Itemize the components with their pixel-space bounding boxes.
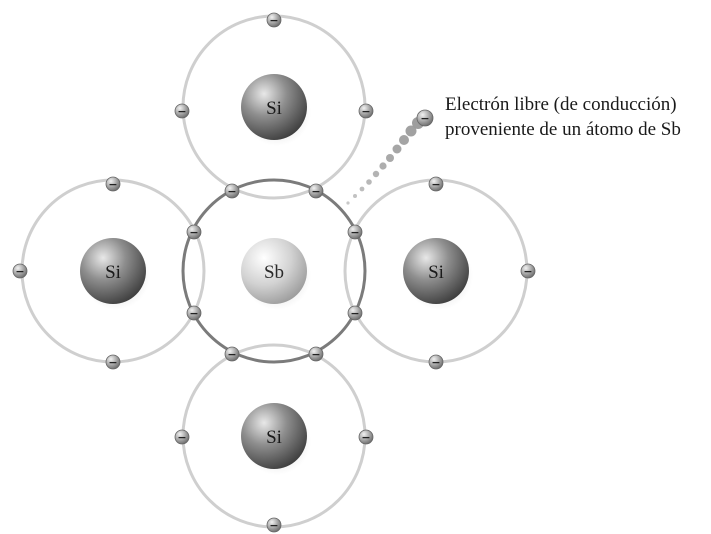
electron-sign: − (361, 431, 370, 444)
electron-sign: − (108, 356, 117, 369)
electron: − (266, 12, 282, 28)
electron: − (347, 305, 363, 321)
electrons: − − − − − − − − − − − − − − − − − − − − (12, 12, 536, 533)
electron: − (224, 183, 240, 199)
free-electron-trail (346, 117, 424, 205)
electron: − (520, 263, 536, 279)
electron-sign: − (431, 356, 440, 369)
electron-sign: − (227, 348, 236, 361)
electron: − (12, 263, 28, 279)
electron: − (347, 224, 363, 240)
free-electron-caption: Electrón libre (de conducción) provenien… (445, 94, 681, 140)
electron: − (174, 429, 190, 445)
electron-sign: − (269, 519, 278, 532)
electron: − (105, 176, 121, 192)
electron: − (174, 103, 190, 119)
atom-si-right: Si (403, 238, 473, 310)
atom-si-bottom: Si (241, 403, 311, 475)
electron: − (358, 429, 374, 445)
electron: − (308, 346, 324, 362)
free-electron-sign: − (420, 112, 429, 125)
electron-sign: − (269, 14, 278, 27)
electron-sign: − (227, 185, 236, 198)
electron-sign: − (108, 178, 117, 191)
caption-line-1: Electrón libre (de conducción) (445, 94, 677, 115)
electron: − (428, 176, 444, 192)
electron: − (186, 224, 202, 240)
electron: − (266, 517, 282, 533)
electron-sign: − (431, 178, 440, 191)
electron: − (105, 354, 121, 370)
orbit-sb-center (181, 178, 367, 364)
atom-si-top: Si (241, 74, 311, 146)
electron: − (308, 183, 324, 199)
electron-sign: − (311, 185, 320, 198)
electron-sign: − (350, 226, 359, 239)
atom-si-left: Si (80, 238, 150, 310)
atom-label-sb-center: Sb (264, 262, 284, 283)
electron-sign: − (15, 265, 24, 278)
electron-sign: − (523, 265, 532, 278)
electron-sign: − (177, 105, 186, 118)
electron: − (428, 354, 444, 370)
electron-sign: − (189, 226, 198, 239)
electron-sign: − (177, 431, 186, 444)
free-electron: − (416, 109, 434, 127)
atom-sb-center: Sb (241, 238, 311, 310)
electron-sign: − (361, 105, 370, 118)
electron: − (358, 103, 374, 119)
electron: − (186, 305, 202, 321)
electron: − (224, 346, 240, 362)
atom-label-si-left: Si (105, 262, 121, 283)
electron-sign: − (189, 307, 198, 320)
caption-line-2: proveniente de un átomo de Sb (445, 119, 681, 140)
atom-label-si-right: Si (428, 262, 444, 283)
atom-label-si-bottom: Si (266, 427, 282, 448)
electron-sign: − (311, 348, 320, 361)
electron-sign: − (350, 307, 359, 320)
atom-label-si-top: Si (266, 98, 282, 119)
